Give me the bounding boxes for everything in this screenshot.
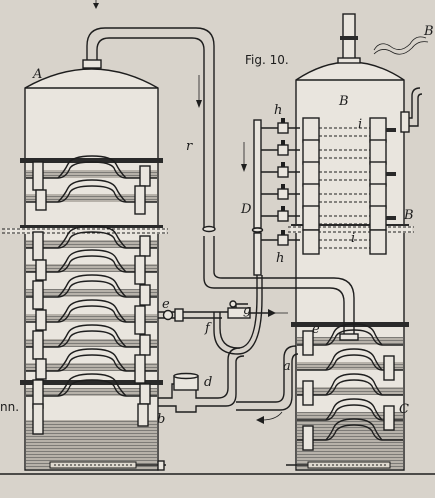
column-a-tray	[26, 348, 157, 384]
column-a-tray	[26, 249, 157, 285]
flow-arrow-out	[256, 416, 264, 424]
valve-h	[277, 210, 289, 222]
column-a-tray	[26, 373, 157, 409]
label-f: f	[204, 321, 212, 336]
column-c-tray	[297, 398, 403, 431]
piping	[86, 27, 359, 424]
column-c-tray	[297, 373, 403, 406]
valve-h	[277, 234, 289, 246]
column-c-tray	[297, 348, 403, 381]
dephlegmator-chamber	[261, 183, 387, 209]
column-a-tray	[26, 155, 157, 191]
label-e-right: e	[312, 322, 320, 337]
label-e-left: e	[162, 297, 170, 312]
label-b-small: b	[157, 412, 165, 427]
label-h-bottom: h	[276, 251, 284, 266]
label-i-top: i	[358, 117, 362, 132]
valve-h	[277, 188, 289, 200]
label-b-corner: B	[423, 24, 434, 39]
label-h-top: h	[274, 103, 282, 118]
column-a-flange-3	[20, 380, 163, 385]
label-g: g	[243, 303, 251, 318]
label-c: C	[399, 402, 409, 417]
valve-h	[277, 166, 289, 178]
vapour-pipe-lower-outer	[203, 236, 345, 338]
label-b-top: B	[338, 94, 349, 109]
column-a-tray	[26, 299, 157, 335]
label-r: r	[186, 139, 193, 154]
flow-arrow-down-r	[196, 100, 202, 108]
label-d: D	[240, 202, 252, 217]
dephlegmator-chamber	[261, 161, 396, 187]
label-a-small: a	[283, 359, 291, 374]
column-a-tray	[26, 274, 157, 310]
column-a-tray	[26, 179, 157, 215]
column-b-dephlegmator-chambers	[261, 117, 396, 255]
valve-h	[277, 122, 289, 134]
dephlegmator-chamber	[261, 229, 387, 255]
figure-caption: Fig. 10.	[245, 53, 289, 67]
column-a-flange-1	[20, 158, 163, 163]
vapour-pipe-outer	[86, 27, 215, 228]
dephlegmator-chamber	[261, 139, 387, 165]
valve-e-left	[162, 309, 174, 321]
manifold-pipe-d	[253, 119, 262, 229]
column-a-still-liquid	[26, 420, 157, 469]
label-a: A	[32, 67, 42, 82]
column-a-tray	[26, 324, 157, 360]
label-i-bottom: i	[351, 231, 355, 246]
column-c-tray	[297, 418, 403, 451]
elbow-pipe-i	[404, 87, 421, 119]
flow-arrow-down-d	[241, 164, 247, 172]
label-d-small: d	[204, 375, 212, 390]
column-a-trays	[26, 155, 157, 435]
margin-text: nn.	[0, 400, 19, 414]
valve-h	[277, 144, 289, 156]
vapour-pipe-inner	[96, 37, 205, 228]
column-a-top-flange	[82, 59, 102, 69]
external-feed-line	[373, 36, 427, 51]
label-b-side: B	[403, 208, 414, 223]
column-a-downcomer	[32, 403, 44, 435]
column-a-flange-2	[20, 225, 163, 229]
vapour-pipe-lower-inner	[213, 236, 355, 338]
pipe-a	[236, 345, 297, 403]
